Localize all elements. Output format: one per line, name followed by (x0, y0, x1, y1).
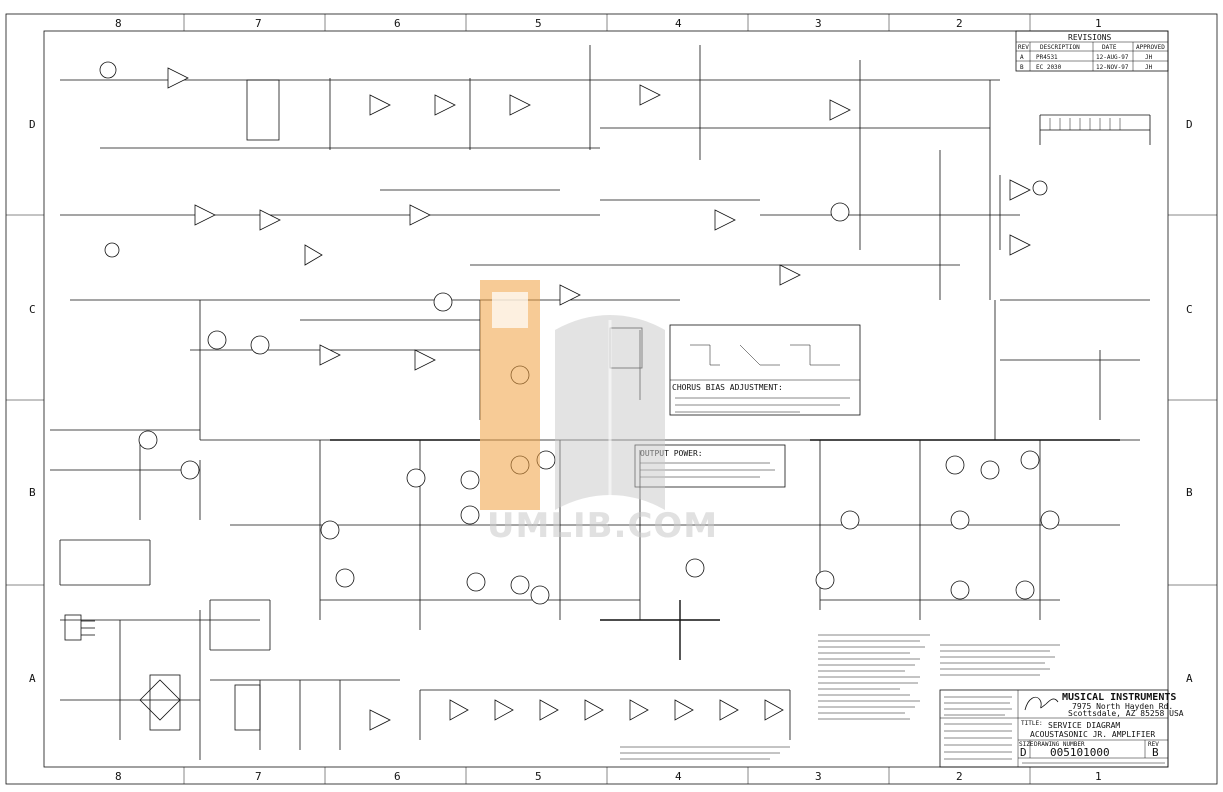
col-label-bottom: 5 (535, 770, 542, 783)
revisions-table: REVISIONS REV DESCRIPTION DATE APPROVED … (1015, 30, 1169, 72)
revision-rev: B (1020, 64, 1024, 71)
col-label-bottom: 6 (394, 770, 401, 783)
rev-value: B (1152, 746, 1159, 759)
fine-print-notes (620, 634, 1060, 760)
col-label-bottom: 2 (956, 770, 963, 783)
row-label-left: A (29, 672, 36, 685)
rev-label: REV (1148, 741, 1159, 748)
row-label-left: C (29, 303, 36, 316)
col-label-top: 4 (675, 17, 682, 30)
revision-date: 12-NOV-97 (1096, 64, 1129, 71)
company-name: MUSICAL INSTRUMENTS (1062, 692, 1176, 703)
col-label-top: 8 (115, 17, 122, 30)
side-zone-ruler (6, 214, 1217, 586)
title-line1: SERVICE DIAGRAM (1048, 721, 1120, 730)
inner-border (43, 30, 1169, 768)
revision-approved: JH (1145, 64, 1153, 71)
transistor-symbols (99, 61, 1060, 605)
revision-approved: JH (1145, 54, 1153, 61)
col-label-top: 1 (1095, 17, 1102, 30)
watermark-logo-icon (480, 280, 665, 510)
row-label-left: D (29, 118, 36, 131)
revisions-col-date: DATE (1102, 44, 1117, 51)
col-label-top: 5 (535, 17, 542, 30)
revision-description: PR4531 (1036, 54, 1058, 61)
col-label-bottom: 7 (255, 770, 262, 783)
col-label-top: 6 (394, 17, 401, 30)
col-label-top: 3 (815, 17, 822, 30)
revision-rev: A (1020, 54, 1024, 61)
drawing-number: 005101000 (1050, 746, 1110, 759)
revisions-col-approved: APPROVED (1136, 44, 1165, 51)
company-address-line2: Scottsdale, AZ 85258 USA (1068, 709, 1184, 718)
row-label-right: A (1186, 672, 1193, 685)
chorus-bias-heading: CHORUS BIAS ADJUSTMENT: (672, 383, 783, 392)
bottom-zone-ruler (183, 767, 1031, 784)
row-label-right: B (1186, 486, 1193, 499)
brand-logo-icon (1024, 696, 1059, 711)
col-label-bottom: 3 (815, 770, 822, 783)
drawing-number-label: DRAWING NUMBER (1034, 741, 1085, 748)
company-address-line1: 7975 North Hayden Rd. (1072, 702, 1173, 711)
title-block: MUSICAL INSTRUMENTS 7975 North Hayden Rd… (939, 689, 1184, 768)
chorus-bias-box: CHORUS BIAS ADJUSTMENT: (669, 324, 861, 416)
revisions-col-description: DESCRIPTION (1040, 44, 1080, 51)
outer-border (5, 13, 1218, 785)
size-value: D (1020, 746, 1027, 759)
top-zone-ruler (183, 14, 1031, 31)
watermark-text: UMLIB.COM (486, 506, 719, 546)
revision-description: EC 2030 (1036, 64, 1062, 71)
revision-date: 12-AUG-97 (1096, 54, 1129, 61)
opamp-symbols (167, 67, 1031, 731)
row-label-right: C (1186, 303, 1193, 316)
row-label-right: D (1186, 118, 1193, 131)
col-label-top: 7 (255, 17, 262, 30)
col-label-bottom: 1 (1095, 770, 1102, 783)
ac-plug-icon (64, 614, 95, 641)
col-label-bottom: 8 (115, 770, 122, 783)
col-label-top: 2 (956, 17, 963, 30)
title-line2: ACOUSTASONIC JR. AMPLIFIER (1030, 730, 1155, 739)
row-label-left: B (29, 486, 36, 499)
output-power-heading: OUTPUT POWER: (640, 449, 703, 458)
title-label: TITLE: (1021, 720, 1043, 727)
col-label-bottom: 4 (675, 770, 682, 783)
revisions-col-rev: REV (1018, 44, 1029, 51)
size-label: SIZE (1019, 741, 1034, 748)
revisions-heading: REVISIONS (1068, 33, 1112, 42)
bridge-rectifier-icon (139, 679, 181, 721)
